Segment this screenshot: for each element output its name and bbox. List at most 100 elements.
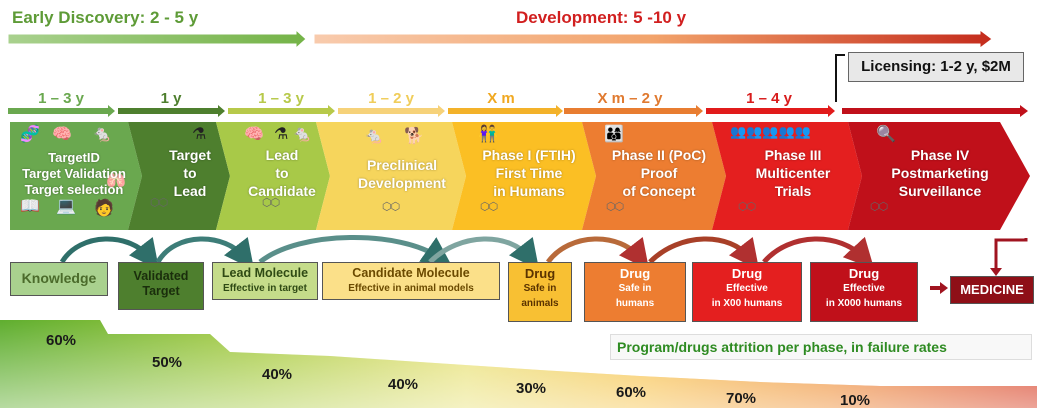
transition-arrow	[155, 236, 255, 268]
person-icon: 👥👥👥👥👥	[730, 124, 811, 139]
development-arrow	[313, 30, 993, 48]
stage-line: Trials	[774, 183, 812, 199]
duration-label: X m – 2 y	[597, 90, 663, 107]
drug-safe-animals-box: Drug Safe in animals	[508, 262, 572, 322]
transition-arrow	[762, 236, 875, 268]
stage-line: Target	[169, 147, 211, 163]
stage-phase2-text: Phase II (PoC) Proof of Concept	[600, 146, 718, 200]
molecule-icon: ⬡⬡	[870, 201, 888, 213]
molecule-icon: ⬡⬡	[382, 201, 400, 213]
stage-chevron-phase1	[452, 122, 596, 230]
duration-arrows	[8, 105, 1028, 117]
transition-arrow	[59, 236, 160, 268]
flask-icon: ⚗	[274, 126, 289, 143]
duration-arrow	[706, 105, 835, 117]
person-icon: 👨‍👩‍👦	[604, 126, 624, 143]
attrition-label: Program/drugs attrition per phase, in fa…	[610, 334, 1032, 360]
attrition-rate: 60%	[616, 384, 647, 401]
attrition-rate: 40%	[388, 376, 419, 393]
laptop-icon: 💻	[56, 198, 76, 215]
transition-arrow	[428, 236, 540, 268]
molecule-icon: ⬡⬡	[480, 201, 498, 213]
output-title: Drug	[848, 266, 880, 281]
output-subtitle: Effective in target	[223, 283, 307, 294]
stage-line: Development	[358, 175, 446, 191]
stage-line: in Humans	[493, 183, 565, 199]
output-subtitle: Safe in	[618, 283, 652, 294]
stage-line: First Time	[495, 165, 563, 181]
duration-arrow	[118, 105, 225, 117]
output-title: Validated	[133, 269, 189, 283]
stage-line: Preclinical	[366, 157, 438, 173]
drug-safe-humans-box: Drug Safe in humans	[584, 262, 686, 322]
dog-icon: 🐕	[404, 128, 424, 145]
transition-arrows	[59, 235, 875, 268]
output-title: Drug	[619, 266, 651, 281]
duration-label: 1 – 3 y	[38, 90, 84, 107]
knowledge-box: Knowledge	[10, 262, 108, 296]
stage-line: Surveillance	[898, 183, 982, 199]
attrition-rate: 30%	[516, 380, 547, 397]
early-discovery-label: Early Discovery: 2 - 5 y	[12, 8, 199, 27]
drug-effective-x00-box: Drug Effective in X00 humans	[692, 262, 802, 322]
stage-line: Postmarketing	[891, 165, 989, 181]
output-title: Lead Molecule	[221, 266, 309, 280]
duration-arrow	[228, 105, 335, 117]
mouse-icon: 🐁	[364, 128, 384, 145]
stage-line: Multicenter	[755, 165, 831, 181]
duration-arrow	[338, 105, 445, 117]
brain-icon: 🧠	[244, 126, 264, 143]
stage-chevron-lead-to-candidate	[216, 122, 330, 230]
output-title: Target	[142, 284, 180, 298]
dna-icon: 🧬	[20, 126, 40, 143]
validated-target-box: Validated Target	[118, 262, 204, 310]
stage-phase4-text: Phase IV Postmarketing Surveillance	[872, 146, 1008, 200]
stage-chevron-phase4	[848, 122, 1030, 230]
licensing-box: Licensing: 1-2 y, $2M	[848, 52, 1024, 82]
output-title: Drug	[731, 266, 763, 281]
duration-arrow	[448, 105, 563, 117]
stage-line: TargetID	[48, 150, 100, 165]
transition-arrow	[258, 235, 453, 267]
lead-molecule-box: Lead Molecule Effective in target	[212, 262, 318, 300]
stage-chevron-target-id	[10, 122, 142, 230]
lungs-icon: 🫁	[106, 172, 126, 189]
magnifier-icon: 🔍	[876, 126, 896, 143]
output-subtitle: humans	[615, 298, 655, 309]
output-subtitle: in X00 humans	[711, 298, 783, 309]
stage-lead-to-candidate-text: Lead to Candidate	[242, 146, 322, 200]
licensing-connector	[835, 54, 845, 102]
attrition-rate: 70%	[726, 390, 757, 407]
output-subtitle: in X000 humans	[825, 298, 903, 309]
attrition-rate: 10%	[840, 392, 871, 409]
development-label: Development: 5 -10 y	[516, 8, 687, 27]
person-icon: 👫	[478, 126, 498, 143]
stage-target-id-text: TargetID Target Validation Target select…	[14, 150, 134, 198]
stage-line: Lead	[173, 183, 207, 199]
stage-chevron-preclinical	[316, 122, 466, 230]
attrition-rate: 50%	[152, 354, 183, 371]
stage-target-to-lead-text: Target to Lead	[158, 146, 222, 200]
molecule-icon: ⬡⬡	[606, 201, 624, 213]
output-subtitle: Effective in animal models	[348, 283, 474, 294]
candidate-molecule-box: Candidate Molecule Effective in animal m…	[322, 262, 500, 300]
medicine-box: MEDICINE	[950, 276, 1034, 304]
output-subtitle: Safe in	[523, 283, 557, 294]
book-icon: 📖	[20, 198, 40, 215]
molecule-icon: ⬡⬡	[738, 201, 756, 213]
attrition-band	[0, 320, 1037, 408]
stage-line: Lead	[265, 147, 299, 163]
stage-phase3-text: Phase III Multicenter Trials	[732, 146, 854, 200]
stage-chevron-target-to-lead	[128, 122, 230, 230]
duration-arrow	[564, 105, 703, 117]
stage-line: Phase IV	[910, 147, 970, 163]
output-subtitle: Effective	[726, 283, 768, 294]
early-discovery-arrow	[7, 30, 307, 48]
stage-line: Phase III	[764, 147, 822, 163]
medicine-connector	[930, 238, 1028, 294]
transition-arrow	[648, 236, 760, 268]
stage-line: to	[275, 165, 289, 181]
stage-line: of Concept	[622, 183, 696, 199]
stage-line: to	[183, 165, 197, 181]
duration-label: 1 – 4 y	[746, 90, 792, 107]
